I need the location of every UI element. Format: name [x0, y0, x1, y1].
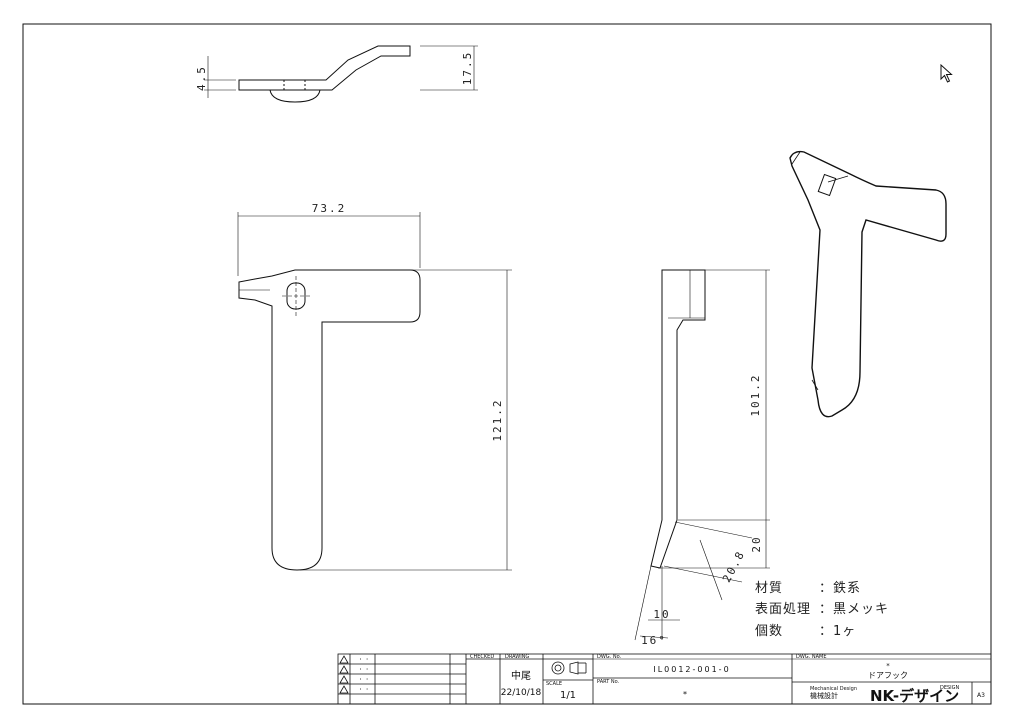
qty-label: 個数 — [755, 624, 784, 639]
material-label: 材質 — [755, 581, 784, 596]
dim-top-height: 17.5 — [461, 51, 474, 86]
dim-front-height: 121.2 — [491, 398, 504, 441]
title-block — [337, 653, 992, 705]
drawn-label: DRAWING — [505, 654, 529, 660]
finish-label: 表面処理 — [755, 602, 812, 617]
rev-dots-3: ・ ・ — [358, 677, 370, 683]
dim-side-angle: 16° — [641, 634, 667, 647]
finish-note: 表面処理 ：黒メッキ — [755, 598, 889, 617]
side-view — [634, 269, 770, 641]
dim-side-offset: 20 — [750, 535, 763, 552]
name-star: * — [886, 662, 890, 670]
designer-name: 中尾 — [511, 669, 531, 682]
rev-dots-4: ・ ・ — [358, 687, 370, 693]
cursor-icon — [940, 64, 953, 83]
drawing-date: 22/10/18 — [501, 688, 542, 698]
sheet-size: A3 — [977, 692, 985, 699]
dim-front-width: 73.2 — [312, 202, 347, 215]
name-label: DWG. NAME — [796, 654, 826, 660]
front-view — [237, 212, 512, 571]
dim-side-10: 10 — [653, 608, 670, 621]
dim-top-thickness: 4.5 — [195, 65, 208, 91]
finish-value: ：黒メッキ — [819, 602, 890, 617]
iso-view — [789, 150, 947, 418]
company-jp: 機械設計 — [810, 691, 838, 700]
qty-note: 個数 ：1ヶ — [755, 620, 856, 639]
part-name: ドアフック — [868, 671, 908, 680]
qty-value: ：1ヶ — [819, 624, 857, 639]
part-no-value: * — [683, 690, 687, 699]
logo-tag: DESIGN — [940, 685, 960, 691]
scale-value: 1/1 — [560, 690, 576, 701]
checked-label: CHECKED — [470, 654, 494, 660]
part-no-label: PART No. — [597, 679, 620, 685]
material-note: 材質 ：鉄系 — [755, 577, 861, 596]
drawing-no-label: DWG. No. — [597, 654, 622, 660]
material-value: ：鉄系 — [819, 581, 862, 596]
top-view — [204, 45, 478, 103]
rev-dots-2: ・ ・ — [358, 667, 370, 673]
dim-side-height: 101.2 — [749, 373, 762, 416]
rev-dots-1: ・ ・ — [358, 657, 370, 663]
company-en: Mechanical Design — [810, 686, 857, 692]
scale-label: SCALE — [546, 681, 562, 687]
dim-side-diag: 20.8 — [720, 548, 748, 585]
drawing-no: IL0012-001-0 — [653, 665, 730, 674]
company-logo: NK-デザイン — [870, 687, 959, 705]
